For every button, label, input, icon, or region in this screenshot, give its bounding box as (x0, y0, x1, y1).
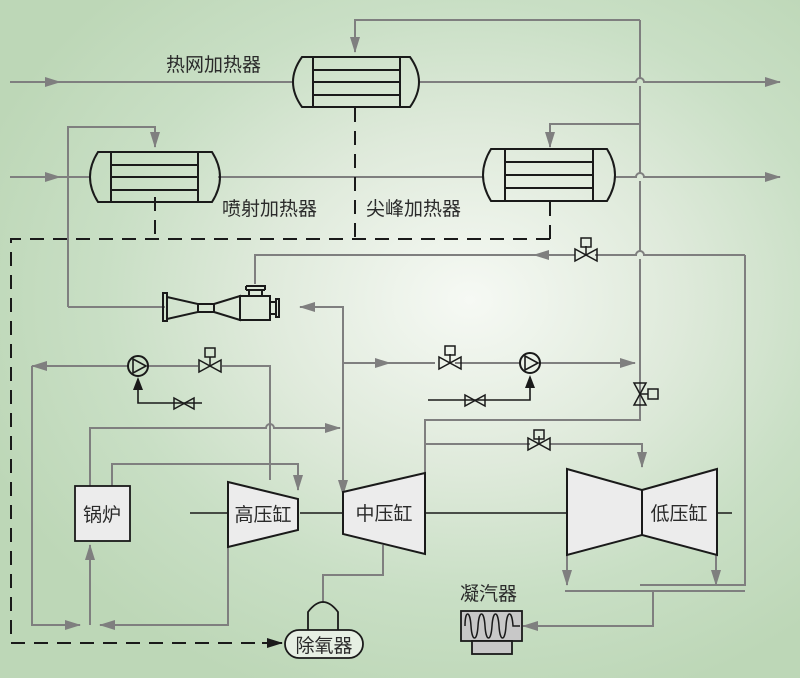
pipe-to-condenser (522, 591, 654, 631)
pipe-trunk-down (424, 380, 641, 540)
condenser[interactable] (460, 610, 523, 655)
jet-heater-label: 喷射加热器 (222, 198, 317, 220)
pipe-ip-to-deaerator (322, 545, 384, 603)
boiler-label: 锅炉 (83, 504, 121, 526)
manual-valve-right[interactable] (464, 393, 486, 408)
control-valve-right-pump[interactable] (438, 345, 462, 371)
control-valve-crossover[interactable] (527, 429, 551, 452)
pipe-ip-to-lp-crossover (425, 443, 642, 467)
valves (173, 237, 659, 452)
deaerator[interactable]: 除氧器 (284, 601, 364, 659)
lp-cylinder-label: 低压缸 (650, 503, 707, 525)
jet-heater[interactable] (89, 151, 221, 203)
drain-to-deaerator (10, 238, 550, 644)
pipe-ip-to-ejector (299, 302, 344, 480)
heat-network-heater-label: 热网加热器 (166, 54, 261, 76)
peak-heater[interactable] (482, 148, 616, 202)
pipe-water-outlet-2 (616, 172, 781, 182)
pipe-boiler-reheat-to-ip (89, 423, 341, 486)
pipe-steam-to-heat-network-heater (350, 19, 640, 53)
pipe-ejector-to-jet-heater (67, 126, 160, 307)
pump-left[interactable] (127, 355, 202, 404)
boiler[interactable]: 锅炉 (74, 485, 131, 542)
steam-ejector[interactable] (162, 285, 280, 322)
pump-right[interactable] (428, 352, 541, 401)
pipe-hp-exhaust-to-junction (99, 545, 229, 630)
pipe-network (10, 19, 781, 631)
heat-network-heater[interactable] (292, 56, 420, 108)
pipe-feedwater-return-left (32, 366, 271, 480)
control-valve-ejector[interactable] (574, 237, 598, 263)
pipe-boiler-main-steam-to-hp (111, 463, 303, 491)
hp-cylinder[interactable]: 高压缸 (227, 480, 299, 549)
hp-cylinder-label: 高压缸 (234, 504, 291, 526)
control-valve-left[interactable] (198, 347, 222, 374)
pipe-to-ejector-top (254, 254, 534, 284)
control-valve-trunk[interactable] (632, 382, 659, 406)
pipe-heat-network-outlet (420, 77, 781, 87)
ip-cylinder-label: 中压缸 (355, 503, 412, 525)
deaerator-label: 除氧器 (295, 635, 352, 657)
pipe-steam-to-peak-heater (545, 123, 640, 148)
ip-cylinder[interactable]: 中压缸 (342, 471, 426, 556)
lp-cylinder[interactable]: 低压缸 (566, 467, 718, 557)
drain-lines (10, 108, 551, 648)
pipe-lp-bypass (595, 250, 746, 586)
pipe-left-return-bottom (31, 366, 81, 630)
manual-valve-left[interactable] (173, 396, 195, 411)
peak-heater-label: 尖峰加热器 (366, 198, 461, 220)
condenser-label: 凝汽器 (460, 583, 517, 605)
